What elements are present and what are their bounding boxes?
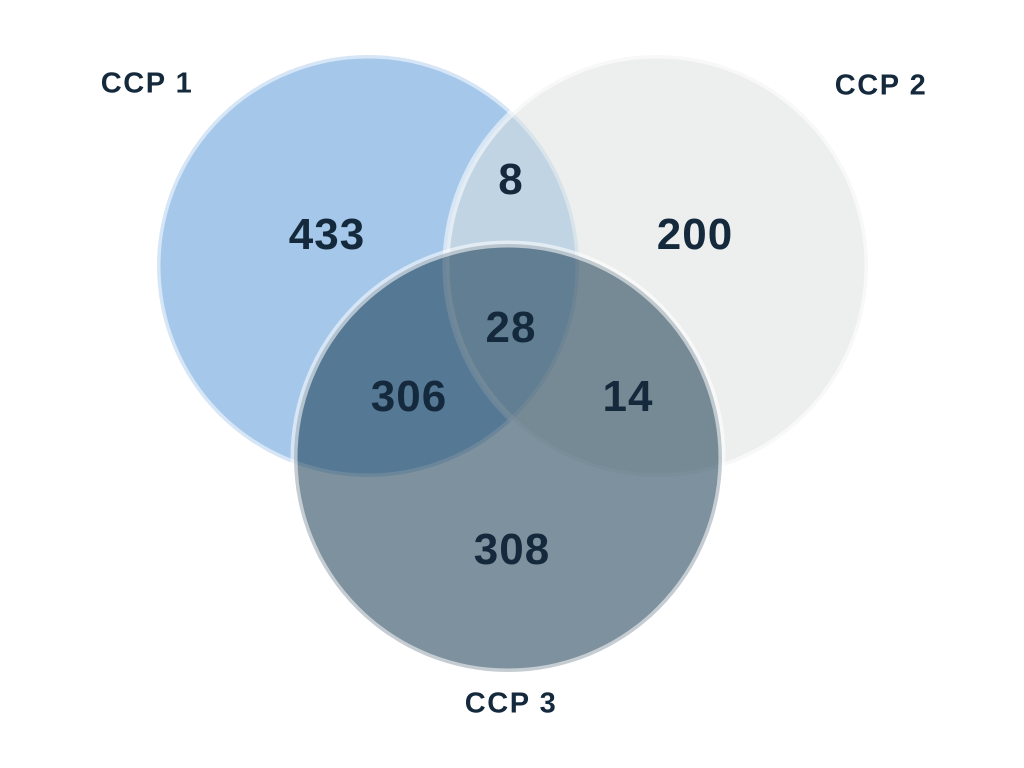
set-label-ccp3: CCP 3 bbox=[464, 687, 558, 720]
region-value-ccp2-ccp3: 14 bbox=[602, 372, 654, 421]
region-value-ccp3-only: 308 bbox=[473, 525, 551, 574]
region-value-ccp1-ccp2: 8 bbox=[498, 155, 524, 204]
set-label-ccp1: CCP 1 bbox=[100, 67, 194, 100]
region-value-ccp1-only: 433 bbox=[288, 210, 366, 259]
region-value-ccp1-ccp3: 306 bbox=[370, 372, 448, 421]
set-label-ccp2: CCP 2 bbox=[834, 69, 928, 102]
region-value-all-sets: 28 bbox=[485, 303, 537, 352]
circle-ccp3 bbox=[290, 240, 726, 676]
region-value-ccp2-only: 200 bbox=[656, 210, 734, 259]
